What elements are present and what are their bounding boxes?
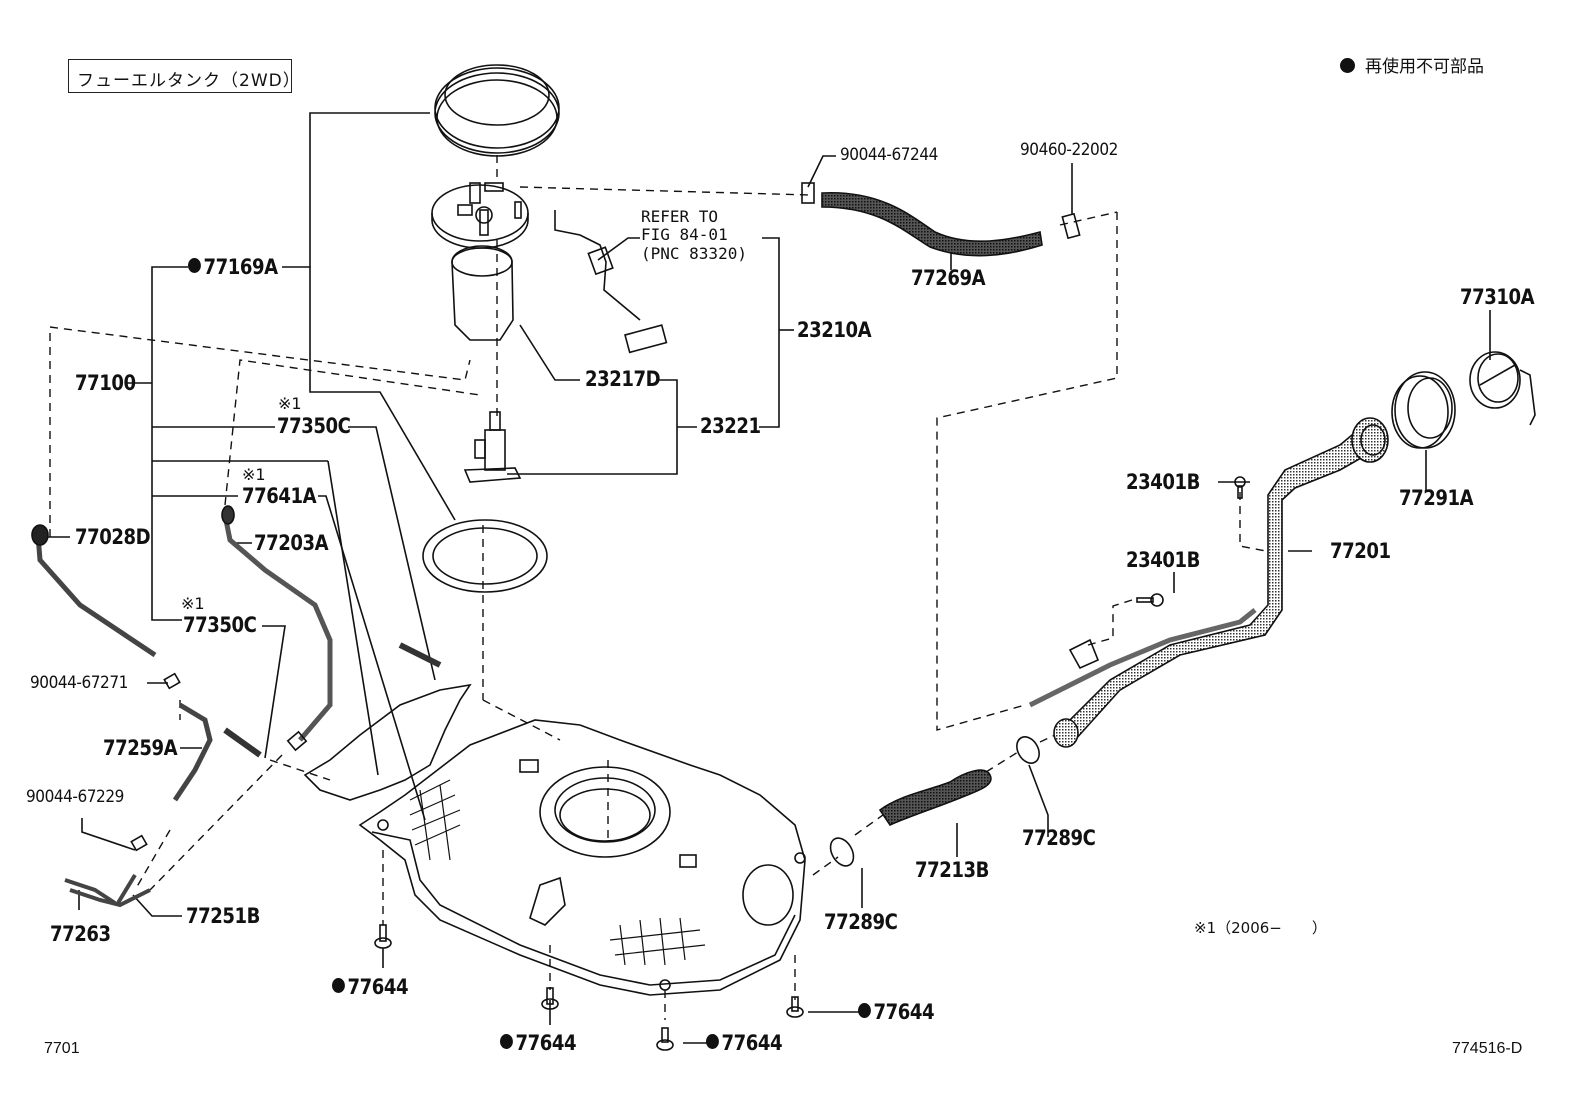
part-label-77291A[interactable]: 77291A xyxy=(1399,486,1474,510)
non-reusable-dot-icon xyxy=(858,1003,871,1018)
part-label-77644-bottom-1[interactable]: 77644 xyxy=(500,1033,577,1054)
part-label-90044-67229[interactable]: 90044-67229 xyxy=(26,787,124,807)
diagram-title: フューエルタンク（2WD） xyxy=(68,59,300,93)
illustration-id: 774516-D xyxy=(1452,1040,1523,1057)
part-label-77644-right[interactable]: 77644 xyxy=(858,1002,935,1023)
filler-hose-77213B xyxy=(878,769,992,827)
part-label-77259A[interactable]: 77259A xyxy=(103,736,178,760)
part-label-23401B-upper[interactable]: 23401B xyxy=(1126,470,1201,494)
fuel-pump-23221 xyxy=(463,411,522,483)
tank-bolts-77644 xyxy=(374,924,804,1051)
part-label-77263[interactable]: 77263 xyxy=(50,922,111,946)
non-reusable-dot-icon xyxy=(706,1034,719,1049)
fuel-pump-assembly xyxy=(431,182,668,354)
fuel-tubes-left xyxy=(31,505,442,908)
non-reusable-dot-icon xyxy=(188,258,201,273)
part-label-77350C-upper[interactable]: 77350C xyxy=(277,414,351,438)
part-label-23210A[interactable]: 23210A xyxy=(797,318,872,342)
bolt-23401B-lower xyxy=(1136,593,1164,607)
bolt-23401B-upper xyxy=(1234,476,1246,499)
fuel-cap-77310A xyxy=(1469,351,1536,426)
footnote-mark: ※1 xyxy=(278,394,302,413)
reference-note-line2: FIG 84-01 xyxy=(641,225,728,245)
part-label-77201[interactable]: 77201 xyxy=(1330,539,1391,563)
footnote-applicability: ※1（2006− ） xyxy=(1194,919,1327,937)
fuel-tank xyxy=(358,719,806,996)
hose-clamp-77289C-right xyxy=(1016,736,1040,764)
part-label-77269A[interactable]: 77269A xyxy=(911,266,986,290)
part-label-23221[interactable]: 23221 xyxy=(700,414,761,438)
part-label-90460-22002[interactable]: 90460-22002 xyxy=(1020,140,1118,160)
hose-clamp-90044-67244 xyxy=(801,182,815,204)
legend-text: 再使用不可部品 xyxy=(1365,57,1484,77)
reference-note: REFER TO FIG 84-01 (PNC 83320) xyxy=(641,207,747,263)
part-label-77644-left[interactable]: 77644 xyxy=(332,977,409,998)
part-label-77213B[interactable]: 77213B xyxy=(915,858,990,882)
part-label-23217D[interactable]: 23217D xyxy=(585,367,661,391)
part-label-23401B-lower[interactable]: 23401B xyxy=(1126,548,1201,572)
gasket-77169A xyxy=(434,64,560,157)
part-label-77289C-right[interactable]: 77289C xyxy=(1022,826,1096,850)
non-reusable-dot-icon xyxy=(332,978,345,993)
part-label-77169A[interactable]: 77169A xyxy=(188,257,278,278)
reference-note-line3: (PNC 83320) xyxy=(641,243,747,263)
part-label-77350C-lower[interactable]: 77350C xyxy=(183,613,257,637)
part-label-77289C-left[interactable]: 77289C xyxy=(824,910,898,934)
figure-number: 7701 xyxy=(44,1040,80,1057)
assembly-dashed-lines xyxy=(49,155,1267,1020)
filler-ring-77291A xyxy=(1391,371,1456,449)
filled-circle-icon xyxy=(1340,58,1355,73)
reference-note-line1: REFER TO xyxy=(641,207,719,226)
part-label-77644-bottom-2[interactable]: 77644 xyxy=(706,1033,783,1054)
tank-protector xyxy=(303,683,472,801)
vent-hose-77269A xyxy=(821,192,1043,257)
tank-gasket-ring xyxy=(422,519,548,593)
part-label-77100[interactable]: 77100 xyxy=(75,371,136,395)
footnote-mark: ※1 xyxy=(242,465,266,484)
part-label-90044-67244[interactable]: 90044-67244 xyxy=(840,145,938,165)
hose-clamp-77289C-left xyxy=(829,837,855,867)
part-label-77251B[interactable]: 77251B xyxy=(186,904,261,928)
part-label-77028D[interactable]: 77028D xyxy=(75,525,151,549)
hose-clamp-90460-22002 xyxy=(1061,212,1081,240)
footnote-mark: ※1 xyxy=(181,594,205,613)
part-label-77203A[interactable]: 77203A xyxy=(254,531,329,555)
part-label-77310A[interactable]: 77310A xyxy=(1460,285,1535,309)
part-label-90044-67271[interactable]: 90044-67271 xyxy=(30,673,128,693)
legend-non-reusable: 再使用不可部品 xyxy=(1340,52,1484,77)
non-reusable-dot-icon xyxy=(500,1034,513,1049)
filler-pipe-77201 xyxy=(1028,417,1389,748)
part-label-77641A[interactable]: 77641A xyxy=(242,484,317,508)
